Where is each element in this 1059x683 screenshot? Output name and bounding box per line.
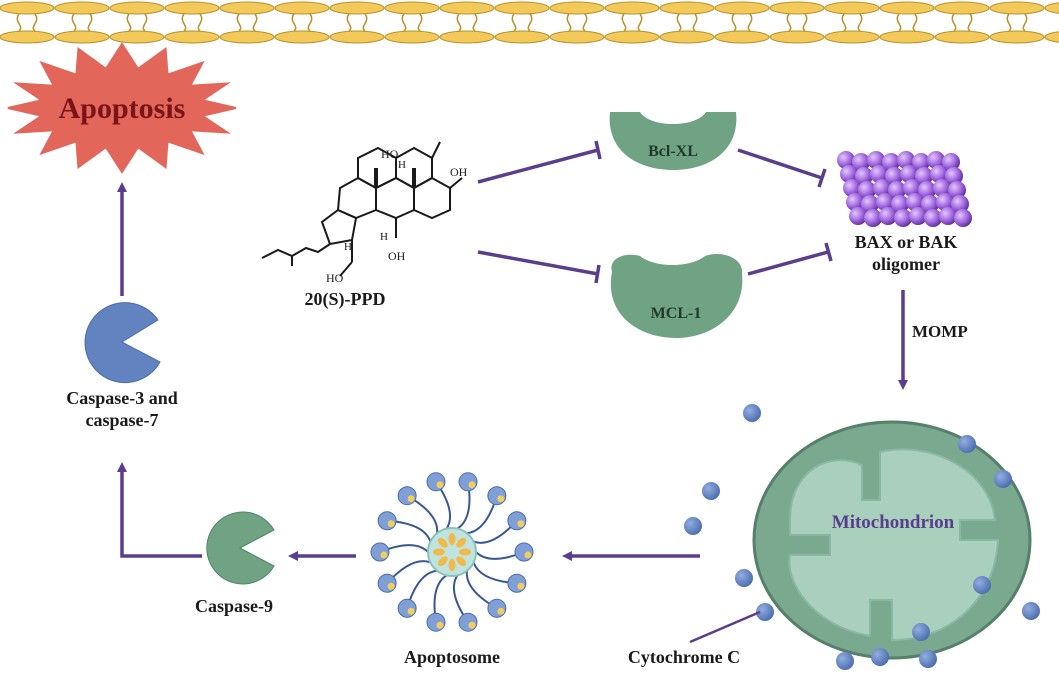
- caspase9-to-caspase37-arrow: [117, 462, 202, 558]
- apoptosis-label: Apoptosis: [59, 92, 186, 125]
- cytochrome-c-label: Cytochrome C: [628, 647, 740, 667]
- cytochrome-c-dot: [684, 517, 702, 535]
- compound-label: 20(S)-PPD: [305, 289, 386, 310]
- cytochrome-c-dot: [871, 648, 889, 666]
- mcl-1-protein-icon: [610, 254, 743, 338]
- inhibition-arrows: [477, 140, 833, 284]
- bax-bak-label-line1: BAX or BAK: [855, 232, 958, 252]
- bcl-xl-label: Bcl-XL: [648, 143, 698, 160]
- cytochrome-c-dot: [994, 470, 1012, 488]
- membrane-icon: [0, 1, 1059, 44]
- caspase-3-7-icon: [84, 302, 161, 384]
- cytochrome-c-dots-icon: [684, 404, 1040, 670]
- caspase-9-label: Caspase-9: [195, 596, 273, 616]
- bax-bak-label-line2: oligomer: [872, 254, 940, 274]
- caspase-37-label-line1: Caspase-3 and: [66, 388, 178, 408]
- caspase-9-icon: [206, 511, 275, 585]
- molecule-h-2: H: [344, 241, 352, 253]
- bcl-xl-protein-icon: [609, 112, 737, 170]
- molecule-h-3: H: [380, 231, 388, 243]
- cytochrome-c-dot: [743, 404, 761, 422]
- cytochrome-c-dot: [1022, 602, 1040, 620]
- cytochrome-c-dot: [912, 623, 930, 641]
- cytochrome-c-dot: [958, 435, 976, 453]
- cytochrome-c-dot: [836, 652, 854, 670]
- molecule-h-1: H: [398, 159, 406, 171]
- cytochrome-c-dot: [702, 482, 720, 500]
- cytochrome-c-dot: [973, 576, 991, 594]
- apoptosome-icon: [370, 472, 534, 632]
- caspase-37-label-line2: caspase-7: [86, 410, 159, 430]
- cytochrome-c-dot: [919, 650, 937, 668]
- molecule-oh-bottom: OH: [388, 249, 406, 263]
- mcl-1-label: MCL-1: [651, 305, 702, 322]
- momp-label: MOMP: [912, 322, 968, 341]
- cytochrome-c-dot: [735, 569, 753, 587]
- apoptosis-burst-icon: [7, 42, 237, 174]
- cytochrome-c-pointer: [689, 610, 761, 644]
- mitochondrion-label: Mitochondrion: [832, 512, 955, 533]
- bax-bak-oligomer-icon: [837, 151, 972, 227]
- ppd-molecule-icon: [261, 141, 463, 277]
- molecule-ho-top: HO: [381, 147, 399, 161]
- molecule-oh-right: OH: [450, 165, 468, 179]
- apoptosome-label: Apoptosome: [404, 647, 500, 667]
- mitochondrion-icon: [752, 420, 1032, 660]
- cytochrome-c-dot: [756, 603, 774, 621]
- molecule-ho-bottom: HO: [326, 271, 344, 285]
